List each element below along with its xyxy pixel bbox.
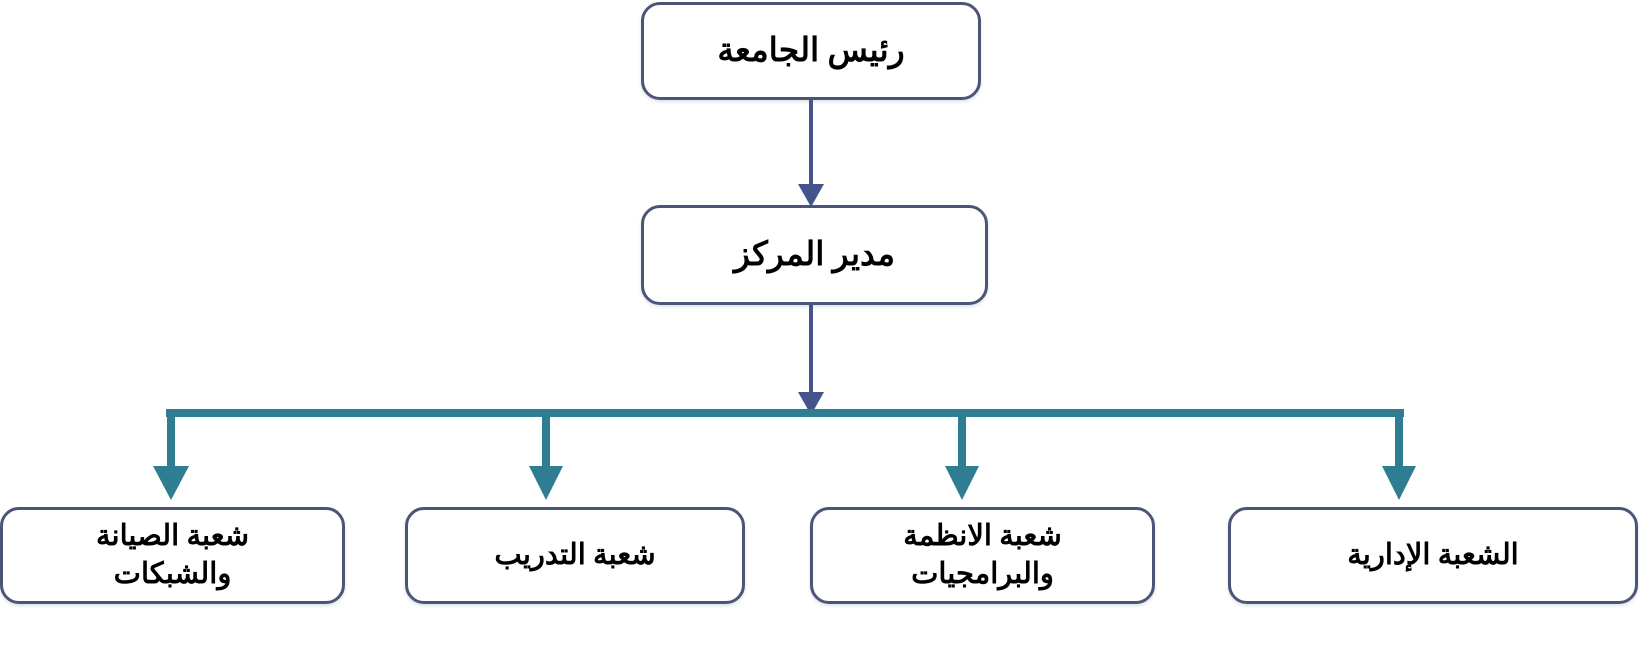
connector-branch-to-administrative: [1382, 411, 1416, 500]
node-division-systems-software-label: شعبة الانظمة والبرامجيات: [903, 520, 1062, 590]
node-president[interactable]: رئيس الجامعة: [641, 2, 981, 100]
connector-branch-to-maintenance-networks: [153, 411, 189, 500]
node-president-label: رئيس الجامعة: [717, 32, 905, 69]
connector-branch-to-systems-software: [945, 411, 979, 500]
node-division-systems-software[interactable]: شعبة الانظمة والبرامجيات: [810, 507, 1155, 604]
arrowhead-icon: [945, 466, 979, 500]
arrowhead-icon: [798, 392, 824, 415]
arrowhead-icon: [798, 184, 824, 207]
node-division-administrative[interactable]: الشعبة الإدارية: [1228, 507, 1638, 604]
connector-president-to-director: [798, 100, 824, 207]
arrowhead-icon: [153, 466, 189, 500]
node-division-maintenance-networks-label: شعبة الصيانة والشبكات: [95, 520, 250, 590]
connector-branch-to-training: [529, 411, 563, 500]
node-division-maintenance-networks[interactable]: شعبة الصيانة والشبكات: [0, 507, 345, 604]
arrowhead-icon: [1382, 466, 1416, 500]
node-division-administrative-label: الشعبة الإدارية: [1347, 538, 1519, 571]
node-center-director[interactable]: مدير المركز: [641, 205, 988, 305]
node-division-training[interactable]: شعبة التدريب: [405, 507, 745, 604]
node-division-training-label: شعبة التدريب: [494, 538, 656, 571]
arrowhead-icon: [529, 466, 563, 500]
connector-director-to-branch-bar: [798, 305, 824, 415]
node-center-director-label: مدير المركز: [733, 236, 896, 273]
